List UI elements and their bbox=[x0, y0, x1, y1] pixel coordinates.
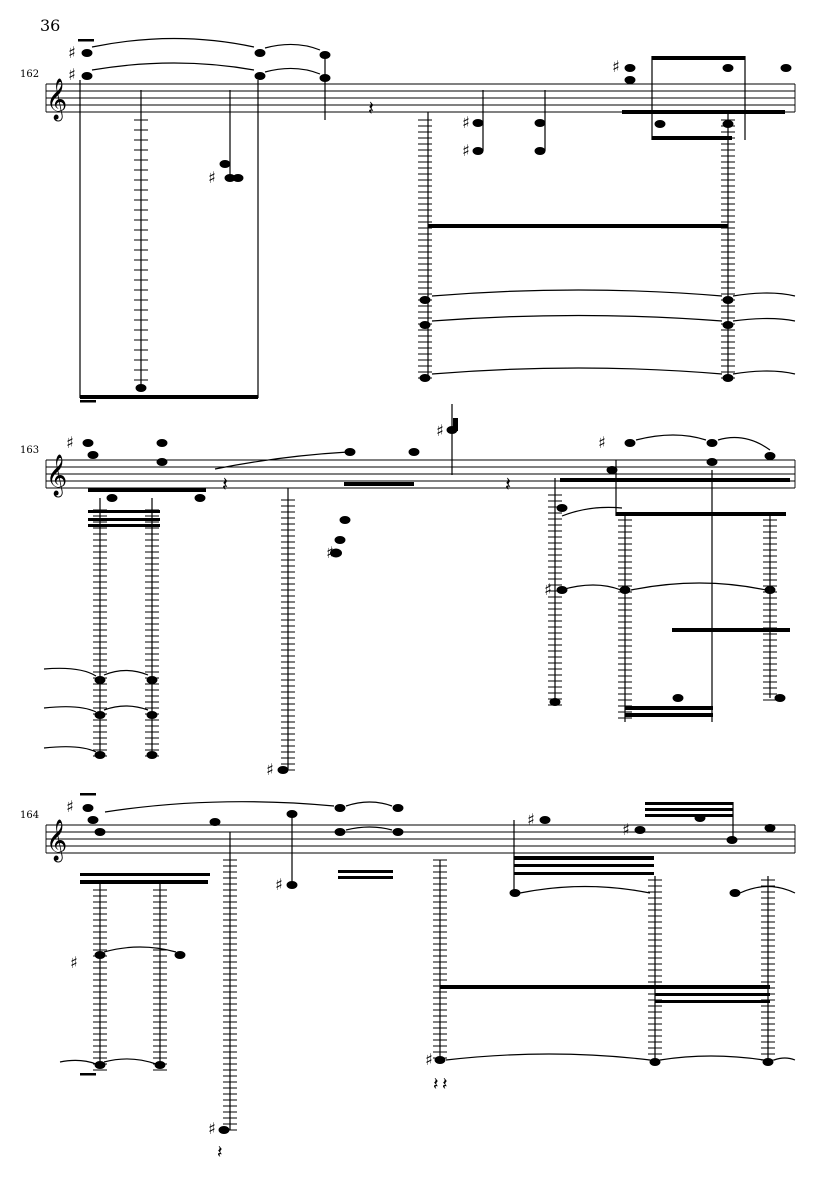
noteheads-lower bbox=[94, 504, 786, 774]
beam-group bbox=[419, 112, 796, 382]
ledger-line-stacks bbox=[93, 119, 777, 1131]
sharp-icon: ♯ bbox=[208, 1119, 216, 1138]
quarter-rest-icon: 𝄽 bbox=[217, 1142, 223, 1163]
beam bbox=[625, 706, 713, 710]
ledger-stack bbox=[134, 119, 148, 381]
notehead bbox=[81, 72, 93, 80]
treble-clef-icon: 𝄞 bbox=[46, 454, 67, 497]
sharp-icon: ♯ bbox=[436, 421, 444, 440]
system-163: 163 𝄞 ♯ 𝄽 bbox=[20, 400, 796, 779]
staff-lines bbox=[45, 83, 796, 113]
sharp-icon: ♯ bbox=[275, 875, 283, 894]
measure-number: 162 bbox=[20, 69, 39, 80]
tie bbox=[91, 37, 255, 48]
ledger-line bbox=[78, 39, 94, 42]
upper-voice: ♯ 𝄽 ♯ 𝄽 ♯ bbox=[66, 400, 790, 527]
sharp-icon: ♯ bbox=[462, 141, 470, 160]
chord: ♯ ♯ bbox=[462, 90, 546, 160]
sharp-icon: ♯ bbox=[612, 57, 620, 76]
treble-clef-icon: 𝄞 bbox=[46, 819, 67, 862]
beam-group bbox=[79, 80, 259, 399]
sharp-icon: ♯ bbox=[66, 797, 74, 816]
quarter-rest-icon: 𝄽 bbox=[505, 472, 511, 496]
notehead bbox=[81, 49, 93, 57]
notehead bbox=[135, 384, 147, 392]
treble-clef-icon: 𝄞 bbox=[46, 78, 67, 121]
sharp-icon: ♯ bbox=[527, 810, 535, 829]
beam bbox=[440, 985, 655, 989]
system-162: 162 𝄞 ♯ ♯ 𝄽 bbox=[20, 37, 796, 399]
tie bbox=[264, 67, 321, 75]
lower-voice bbox=[59, 832, 796, 1130]
measure-number: 163 bbox=[20, 445, 39, 456]
beam bbox=[655, 1000, 770, 1003]
sharp-icon: ♯ bbox=[622, 820, 630, 839]
sharp-icon: ♯ bbox=[462, 113, 470, 132]
chord: ♯ bbox=[208, 160, 244, 187]
sharp-icon: ♯ bbox=[208, 168, 216, 187]
staff-lines bbox=[45, 824, 796, 854]
sharp-icon: ♯ bbox=[266, 760, 274, 779]
sharp-icon: ♯ bbox=[70, 953, 78, 972]
beam bbox=[672, 628, 790, 632]
upper-voice: ♯ ♯ ♯ ♯ bbox=[66, 793, 776, 894]
ledger-line bbox=[80, 1073, 96, 1076]
sharp-icon: ♯ bbox=[68, 65, 76, 84]
quarter-rest-icon: 𝄽 bbox=[222, 472, 228, 496]
measure-number: 164 bbox=[20, 810, 39, 821]
sharp-icon: ♯ bbox=[66, 433, 74, 452]
notehead bbox=[254, 49, 266, 57]
sharp-icon: ♯ bbox=[598, 433, 606, 452]
beam bbox=[625, 713, 713, 717]
sharp-icon: ♯ bbox=[326, 543, 334, 562]
quarter-rest-icon: 𝄽 bbox=[442, 1074, 448, 1095]
upper-voice: ♯ ♯ 𝄽 bbox=[68, 37, 374, 120]
notehead bbox=[254, 72, 266, 80]
sharp-icon: ♯ bbox=[68, 43, 76, 62]
page-number: 36 bbox=[40, 16, 60, 35]
beam bbox=[655, 993, 770, 996]
tie bbox=[91, 62, 255, 71]
system-164: 164 𝄞 ♯ bbox=[20, 793, 796, 1163]
beam bbox=[655, 985, 770, 989]
sharp-icon: ♯ bbox=[425, 1050, 433, 1069]
quarter-rest-icon: 𝄽 bbox=[433, 1074, 439, 1095]
sharp-icon: ♯ bbox=[544, 580, 552, 599]
tie bbox=[264, 43, 321, 51]
quarter-rest-icon: 𝄽 bbox=[368, 96, 374, 120]
